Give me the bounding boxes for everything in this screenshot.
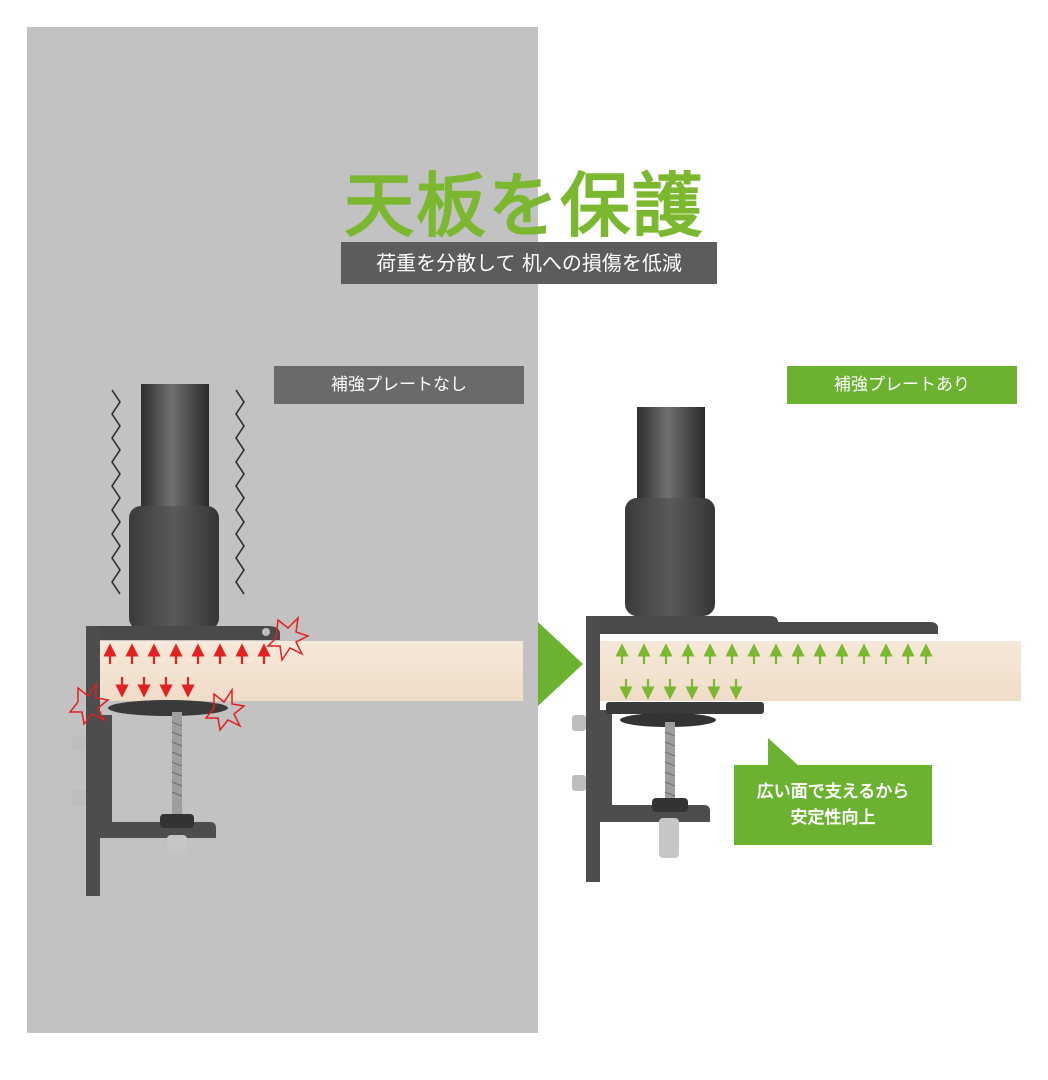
crack-burst-icon (204, 687, 246, 732)
page-title: 天板を保護 (344, 165, 704, 247)
crack-burst-icon (68, 681, 110, 726)
left-clamp (68, 384, 523, 896)
crack-burst-icon (266, 615, 310, 663)
label-with-plate: 補強プレートあり (787, 366, 1017, 404)
vibration-zigzag-icon (111, 389, 121, 595)
force-up-arrow-icon (615, 643, 933, 664)
force-down-arrow-icon (115, 677, 195, 698)
vibration-zigzag-icon (235, 389, 245, 595)
force-up-arrow-icon (103, 643, 271, 664)
force-down-arrow-icon (619, 679, 743, 700)
callout-box: 広い面で支えるから 安定性向上 (734, 765, 932, 845)
callout-line-1: 広い面で支えるから (756, 782, 910, 802)
subtitle-banner: 荷重を分散して 机への損傷を低減 (341, 242, 717, 284)
callout-line-2: 安定性向上 (790, 808, 876, 828)
label-without-plate: 補強プレートなし (274, 366, 524, 404)
right-clamp (572, 407, 1021, 882)
arrow-right-icon (538, 622, 583, 706)
left-background-panel (27, 27, 538, 1033)
